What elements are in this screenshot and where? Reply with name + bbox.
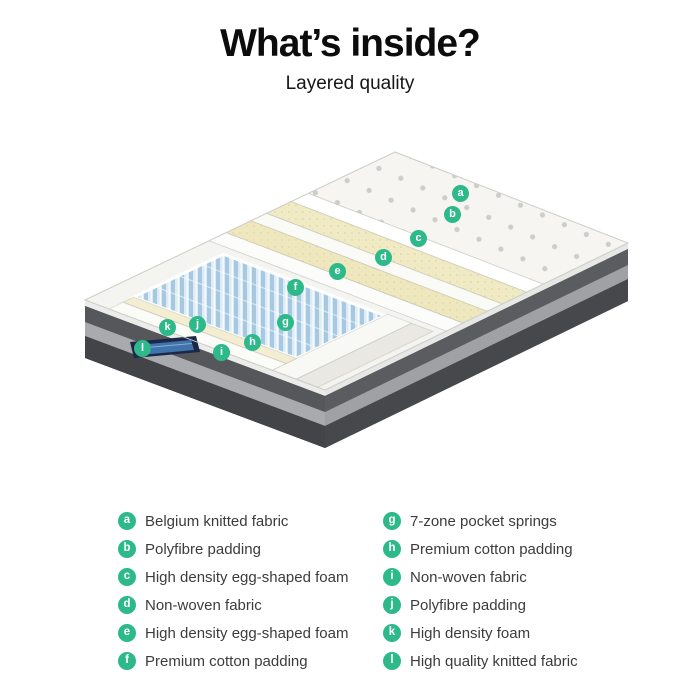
layer-marker-l: l [134,340,151,357]
legend-column-right: g 7-zone pocket springs h Premium cotton… [383,512,578,680]
legend-letter-badge: b [118,540,136,558]
legend-item: g 7-zone pocket springs [383,512,578,530]
legend-item-label: Belgium knitted fabric [145,512,289,530]
legend-letter-badge: a [118,512,136,530]
layer-marker-h: h [244,334,261,351]
mattress-diagram-illustration [83,151,630,448]
layer-marker-i: i [213,344,230,361]
legend-letter-badge: g [383,512,401,530]
legend-item-label: Polyfibre padding [145,540,261,558]
legend-letter-badge: j [383,596,401,614]
layer-marker-g: g [277,314,294,331]
legend-item-label: Polyfibre padding [410,596,526,614]
legend-letter-badge: l [383,652,401,670]
legend-item: a Belgium knitted fabric [118,512,383,530]
legend-item: b Polyfibre padding [118,540,383,558]
legend-item: e High density egg-shaped foam [118,624,383,642]
layer-marker-a: a [452,185,469,202]
legend-item: l High quality knitted fabric [383,652,578,670]
legend-item-label: Premium cotton padding [410,540,573,558]
legend-item: k High density foam [383,624,578,642]
legend-column-left: a Belgium knitted fabric b Polyfibre pad… [118,512,383,680]
layer-marker-d: d [375,249,392,266]
legend-item: i Non-woven fabric [383,568,578,586]
legend-item: c High density egg-shaped foam [118,568,383,586]
page-subtitle: Layered quality [285,73,415,94]
legend-item: h Premium cotton padding [383,540,578,558]
layer-marker-j: j [189,316,206,333]
legend-letter-badge: c [118,568,136,586]
legend-item: f Premium cotton padding [118,652,383,670]
legend-item-label: Non-woven fabric [410,568,527,586]
legend-letter-badge: f [118,652,136,670]
layer-marker-e: e [329,263,346,280]
legend-letter-badge: d [118,596,136,614]
legend-letter-badge: e [118,624,136,642]
legend-item: d Non-woven fabric [118,596,383,614]
legend-letter-badge: k [383,624,401,642]
legend-item-label: High density egg-shaped foam [145,568,349,586]
header: What’s inside? Layered quality [0,22,700,95]
layer-marker-f: f [287,279,304,296]
legend-item-label: High density egg-shaped foam [145,624,349,642]
legend-item-label: High quality knitted fabric [410,652,578,670]
legend-item-label: Non-woven fabric [145,596,262,614]
legend-item-label: Premium cotton padding [145,652,308,670]
legend-item-label: High density foam [410,624,531,642]
legend-item-label: 7-zone pocket springs [410,512,557,530]
layer-marker-b: b [444,206,461,223]
layer-marker-c: c [410,230,427,247]
legend: a Belgium knitted fabric b Polyfibre pad… [118,512,578,680]
layer-marker-k: k [159,319,176,336]
legend-letter-badge: i [383,568,401,586]
legend-item: j Polyfibre padding [383,596,578,614]
legend-letter-badge: h [383,540,401,558]
page-title: What’s inside? [220,22,481,65]
